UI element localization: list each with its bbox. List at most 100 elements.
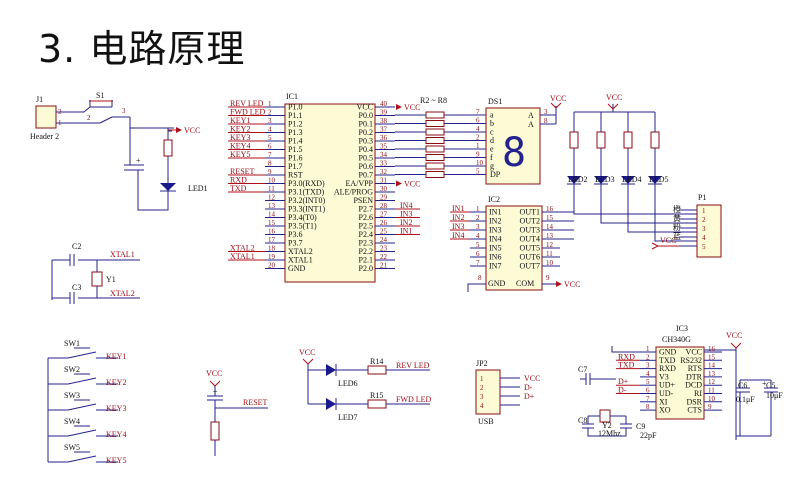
- svg-text:VCC: VCC: [726, 331, 742, 340]
- ic3-pin-number: 2: [646, 353, 650, 361]
- ic1-pin-name: P3.5(T1): [288, 222, 317, 231]
- c7-label: C7: [578, 365, 587, 374]
- led-array-vcc: VCC: [606, 93, 622, 102]
- ic1-pin-number: 21: [380, 262, 388, 270]
- ic1-pin-number: 23: [380, 245, 388, 253]
- ic3-pin-number: 14: [708, 362, 716, 370]
- ic1-net-label: REV LED: [230, 99, 264, 108]
- c8-label: C8: [578, 416, 587, 425]
- ic2-pin-name: OUT2: [520, 217, 540, 226]
- resistor: [650, 131, 660, 149]
- ic1-net-label: XTAL2: [230, 244, 255, 253]
- ic1-net-label: KEY4: [230, 142, 250, 151]
- resistor-network: R2 ~ R8: [395, 96, 486, 178]
- p1-label: P1: [698, 193, 706, 202]
- resistor-network-label: R2 ~ R8: [420, 96, 447, 105]
- ic1-pin-number: 29: [380, 194, 388, 202]
- ic3-pin-name: DCD: [685, 381, 702, 390]
- ic1-pin-name: P0.1: [359, 120, 373, 129]
- resistor: [425, 128, 445, 136]
- ic3-net-label: D+: [618, 377, 629, 386]
- ic2-pin-number: 4: [476, 232, 480, 240]
- switch-label: SW3: [64, 391, 80, 400]
- ds1-pin-name: DP: [490, 170, 501, 179]
- ic1-net-label: KEY1: [230, 116, 250, 125]
- usb-label: USB: [478, 417, 494, 426]
- resistor: [425, 145, 445, 153]
- resistor: [425, 162, 445, 170]
- ic1-net-label: RESET: [230, 167, 255, 176]
- ic1-pin-name: P3.6: [288, 230, 302, 239]
- ic3-pin-number: 15: [708, 353, 716, 361]
- ic1-pin-name: P2.1: [359, 256, 373, 265]
- ic1-pin-number: 36: [380, 134, 388, 142]
- ds1-common-name: A: [528, 120, 534, 129]
- ic3-pin-number: 8: [646, 403, 650, 411]
- ic2-pin-number: 3: [476, 223, 480, 231]
- ic3-pin-number: 16: [708, 345, 716, 353]
- ic1-pin-number: 15: [268, 219, 276, 227]
- resistor: [623, 131, 633, 149]
- ic3-pin-number: 12: [708, 378, 716, 386]
- ic2-pin-number: 2: [476, 214, 480, 222]
- led-icon: [594, 176, 608, 184]
- vcc-net-label: VCC: [404, 180, 420, 189]
- ds1-pin-name: g: [490, 162, 494, 171]
- ic1-pin-name: P0.2: [359, 128, 373, 137]
- ic3-pin-name: GND: [659, 348, 677, 357]
- ic1-pin-number: 12: [268, 194, 276, 202]
- ic1-net-label: IN2: [400, 218, 412, 227]
- ds1-common-pin: 8: [544, 117, 548, 125]
- ic1-pin-number: 17: [268, 236, 276, 244]
- ic3-pin-name: RXD: [659, 364, 676, 373]
- ic3-usb-serial: IC3 CH340G C7 C8 Y2 12Mhz C9 22pF VCC C6…: [578, 324, 783, 440]
- ic1-pin-name: P3.4(T0): [288, 213, 317, 222]
- p1-pin-number: 2: [702, 216, 706, 224]
- r15-label: R15: [370, 391, 383, 400]
- jp2-label: JP2: [476, 359, 488, 368]
- ic2-pin-number: 12: [546, 241, 554, 249]
- switch-net-label: KEY2: [106, 378, 126, 387]
- ic1-pin-number: 6: [268, 143, 272, 151]
- ic3-pin-name: XI: [659, 397, 668, 406]
- ic2-pin-number: 1: [476, 205, 480, 213]
- ic2-pin-name: OUT3: [520, 226, 540, 235]
- ic2-pin-name: OUT7: [520, 262, 540, 271]
- ic1-net-label: XTAL1: [230, 252, 255, 261]
- ic1-pin-number: 13: [268, 202, 276, 210]
- ic2-net-label: IN2: [452, 213, 464, 222]
- ds1-vcc: VCC: [550, 94, 566, 103]
- switch-label: SW4: [64, 417, 80, 426]
- ic1-pin-number: 19: [268, 253, 276, 261]
- ds1-pin-name: f: [490, 153, 493, 162]
- jp2-net-label: VCC: [524, 374, 540, 383]
- s1-label: S1: [96, 91, 104, 100]
- ds1-pin-name: e: [490, 145, 494, 154]
- ic2-pin-number: 5: [476, 241, 480, 249]
- ic2-pin-name: GND: [488, 279, 506, 288]
- c3-label: C3: [72, 283, 81, 292]
- ic1-pin-number: 9: [268, 168, 272, 176]
- ic1-pin-number: 39: [380, 109, 388, 117]
- ic1-net-label: TXD: [230, 184, 247, 193]
- ic1-pin-number: 33: [380, 160, 388, 168]
- ic1-net-label: RXD: [230, 176, 247, 185]
- ic1-pin-number: 3: [268, 117, 272, 125]
- ic2-net-label: IN3: [452, 222, 464, 231]
- led1-icon: [160, 183, 176, 191]
- ic3-pin-number: 7: [646, 395, 650, 403]
- switch-net-label: KEY3: [106, 404, 126, 413]
- led-icon: [621, 176, 635, 184]
- led-icon: [648, 176, 662, 184]
- resistor: [425, 111, 445, 119]
- ic1-pin-name: P3.1(TXD): [288, 188, 325, 197]
- switch-net-label: KEY1: [106, 352, 126, 361]
- ic1-pin-name: P2.2: [359, 247, 373, 256]
- ic1-pin-name: P2.7: [359, 205, 373, 214]
- jp2-pin-number: 4: [480, 402, 484, 410]
- led-label: LED5: [649, 175, 669, 184]
- vcc-net-label: VCC: [660, 236, 676, 245]
